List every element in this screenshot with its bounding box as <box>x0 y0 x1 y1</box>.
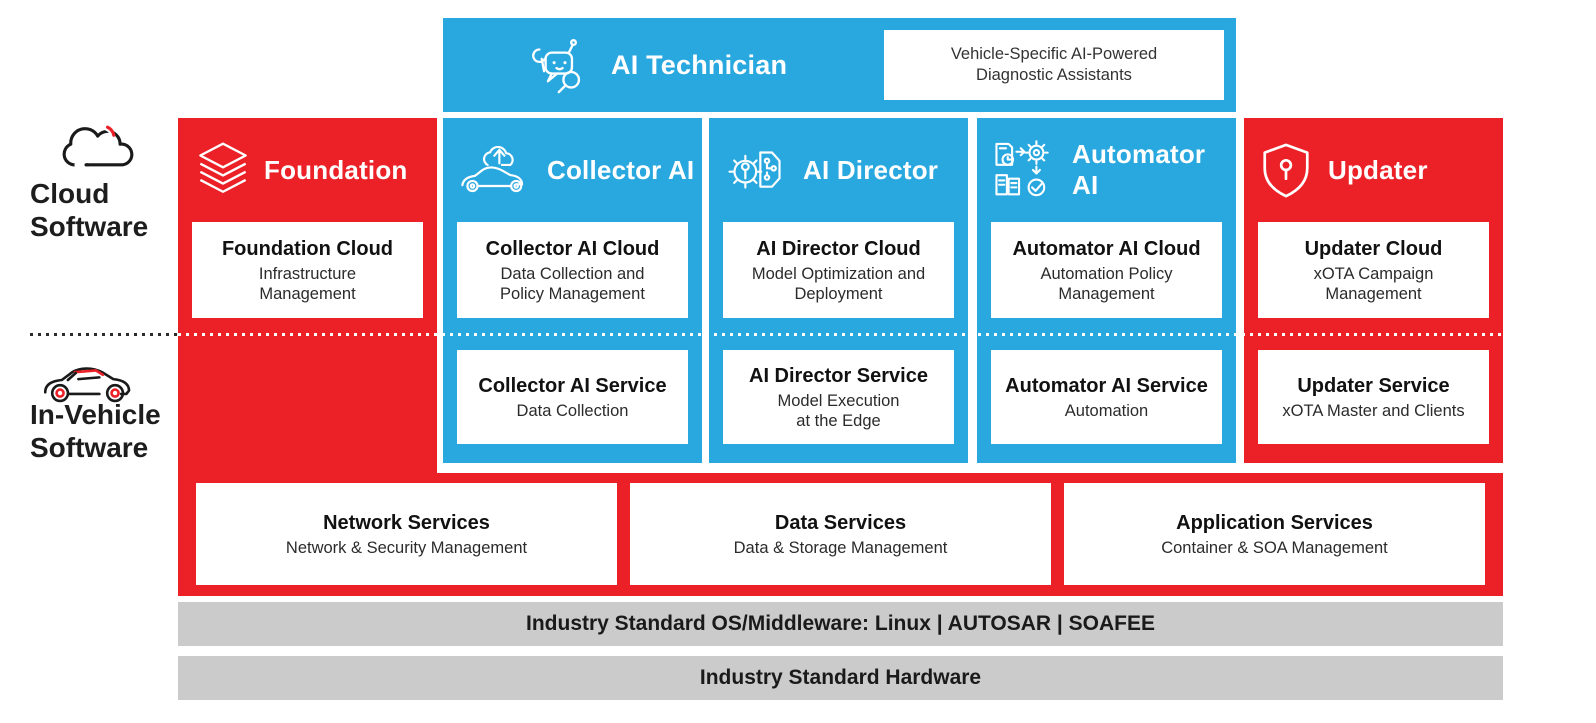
diagnostic-assistants-callout: Vehicle-Specific AI-Powered Diagnostic A… <box>884 30 1224 100</box>
box-title: AI Director Service <box>749 364 928 387</box>
os-middleware-bar: Industry Standard OS/Middleware: Linux |… <box>178 602 1503 646</box>
box-subtitle: xOTA Master and Clients <box>1282 401 1465 420</box>
gear-circuit-icon <box>725 140 789 200</box>
shield-keyhole-icon <box>1260 141 1312 199</box>
layers-icon <box>194 141 252 199</box>
updater-cloud-box: Updater Cloud xOTA Campaign Management <box>1258 222 1489 318</box>
box-title: Data Services <box>774 511 907 534</box>
box-title: Updater Service <box>1297 374 1450 397</box>
box-title: Automator AI Cloud <box>1012 237 1201 260</box>
box-subtitle: Automation Policy Management <box>1040 264 1173 303</box>
ai-director-cloud-box: AI Director Cloud Model Optimization and… <box>723 222 954 318</box>
in-vehicle-software-label: In-Vehicle Software <box>30 399 161 463</box>
automator-ai-service-box: Automator AI Service Automation <box>991 350 1222 444</box>
collector-ai-header: Collector AI <box>443 118 702 222</box>
box-subtitle: Container & SOA Management <box>1161 538 1388 557</box>
updater-header: Updater <box>1244 118 1503 222</box>
updater-title: Updater <box>1328 154 1428 185</box>
ai-technician-banner: AI Technician Vehicle-Specific AI-Powere… <box>443 18 1236 112</box>
ai-director-service-box: AI Director Service Model Execution at t… <box>723 350 954 444</box>
application-services-box: Application Services Container & SOA Man… <box>1064 483 1485 585</box>
box-title: Updater Cloud <box>1304 237 1443 260</box>
ai-director-header: AI Director <box>709 118 968 222</box>
box-subtitle: Network & Security Management <box>285 538 528 557</box>
box-title: Automator AI Service <box>1005 374 1208 397</box>
box-subtitle: Data Collection <box>516 401 629 420</box>
foundation-cloud-box: Foundation Cloud Infrastructure Manageme… <box>192 222 423 318</box>
box-subtitle: Data Collection and Policy Management <box>500 264 645 303</box>
cloud-vehicle-divider <box>30 333 178 336</box>
box-subtitle: Automation <box>1064 401 1149 420</box>
cloud-software-label: Cloud Software <box>30 178 149 242</box>
automator-ai-cloud-box: Automator AI Cloud Automation Policy Man… <box>991 222 1222 318</box>
column-updater: Updater Updater Cloud xOTA Campaign Mana… <box>1244 118 1503 463</box>
box-title: Collector AI Service <box>478 374 667 397</box>
ai-director-title: AI Director <box>803 154 939 185</box>
robot-technician-icon <box>527 34 589 96</box>
column-ai-director: AI Director AI Director Cloud Model Opti… <box>709 118 968 463</box>
updater-service-box: Updater Service xOTA Master and Clients <box>1258 350 1489 444</box>
box-subtitle: Data & Storage Management <box>733 538 948 557</box>
box-title: Foundation Cloud <box>221 237 394 260</box>
box-subtitle: Model Execution at the Edge <box>777 391 900 430</box>
platform-services-band: Network Services Network & Security Mana… <box>178 473 1503 596</box>
box-title: Network Services <box>323 511 490 534</box>
car-icon <box>40 352 136 408</box>
box-title: Collector AI Cloud <box>485 237 660 260</box>
hardware-bar: Industry Standard Hardware <box>178 656 1503 700</box>
foundation-header: Foundation <box>178 118 437 222</box>
automator-ai-header: Automator AI <box>977 118 1236 222</box>
automator-ai-title: Automator AI <box>1072 139 1206 200</box>
cloud-icon <box>52 116 138 176</box>
foundation-title: Foundation <box>264 154 408 185</box>
car-cloud-upload-icon <box>459 142 533 198</box>
collector-ai-title: Collector AI <box>547 154 695 185</box>
column-automator-ai: Automator AI Automator AI Cloud Automati… <box>977 118 1236 463</box>
data-services-box: Data Services Data & Storage Management <box>630 483 1051 585</box>
network-services-box: Network Services Network & Security Mana… <box>196 483 617 585</box>
collector-ai-service-box: Collector AI Service Data Collection <box>457 350 688 444</box>
box-subtitle: xOTA Campaign Management <box>1313 264 1434 303</box>
workflow-automation-icon <box>993 140 1059 200</box>
cloud-vehicle-divider-overlay <box>178 333 1503 336</box>
box-subtitle: Infrastructure Management <box>258 264 357 303</box>
column-collector-ai: Collector AI Collector AI Cloud Data Col… <box>443 118 702 463</box>
box-subtitle: Model Optimization and Deployment <box>751 264 926 303</box>
column-foundation: Foundation Foundation Cloud Infrastructu… <box>178 118 437 483</box>
box-title: Application Services <box>1176 511 1373 534</box>
banner-title: AI Technician <box>611 49 788 80</box>
collector-ai-cloud-box: Collector AI Cloud Data Collection and P… <box>457 222 688 318</box>
box-title: AI Director Cloud <box>756 237 921 260</box>
